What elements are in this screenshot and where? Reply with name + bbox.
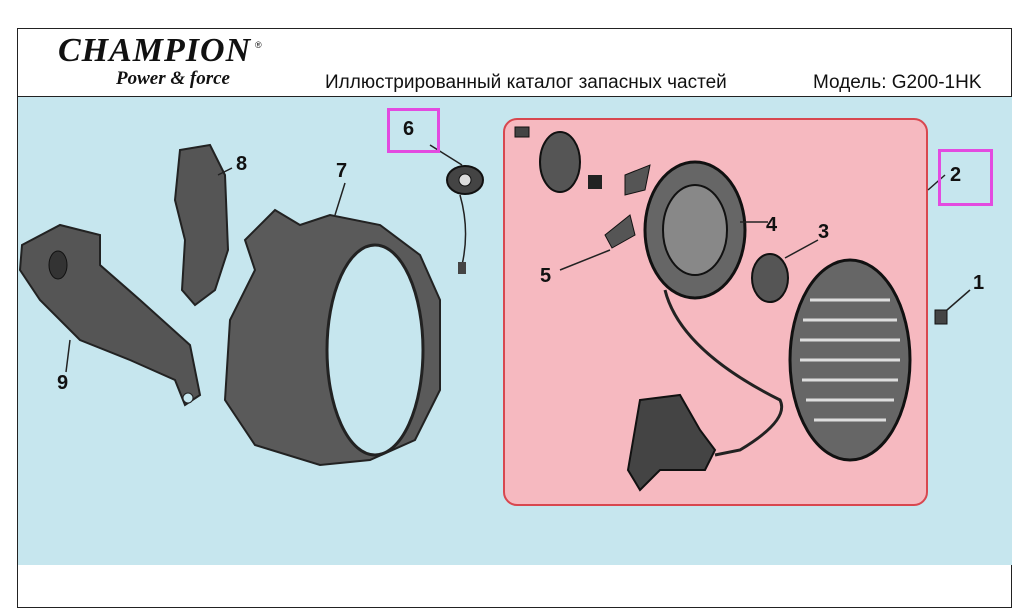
part-1-bolt: [934, 309, 948, 325]
brand-logo: CHAMPION: [58, 32, 252, 69]
part-1-bolt-left: [514, 126, 530, 138]
exploded-parts-diagram: [18, 126, 971, 492]
callout-9: 9: [57, 372, 69, 394]
selection-box-part-2[interactable]: [938, 149, 993, 206]
callout-2: 2: [950, 164, 962, 186]
spring-small: [588, 175, 602, 189]
callout-4: 4: [766, 214, 778, 236]
registered-mark: ®: [255, 40, 262, 50]
callout-1: 1: [973, 272, 985, 294]
starter-rope: [663, 289, 783, 457]
callout-7: 7: [336, 160, 348, 182]
ratchet-upper: [624, 164, 651, 196]
part-8-guide-plate: [173, 143, 230, 307]
part-9-shroud: [18, 223, 202, 407]
pulley-hub: [539, 131, 581, 193]
callout-3: 3: [818, 221, 830, 243]
part-3-spring: [751, 253, 789, 303]
starter-handle: [626, 393, 717, 492]
callout-8: 8: [236, 153, 248, 175]
part-6-switch: [429, 144, 484, 274]
catalog-title: Иллюстрированный каталог запасных частей: [325, 72, 727, 93]
selection-box-part-6[interactable]: [387, 108, 440, 153]
header-divider: [18, 96, 1012, 97]
part-5-ratchet: [604, 214, 636, 249]
model-label: Модель: G200-1HK: [813, 72, 982, 93]
callout-6: 6: [403, 118, 415, 140]
callout-5: 5: [540, 265, 552, 287]
brand-tagline: Power & force: [116, 68, 230, 89]
